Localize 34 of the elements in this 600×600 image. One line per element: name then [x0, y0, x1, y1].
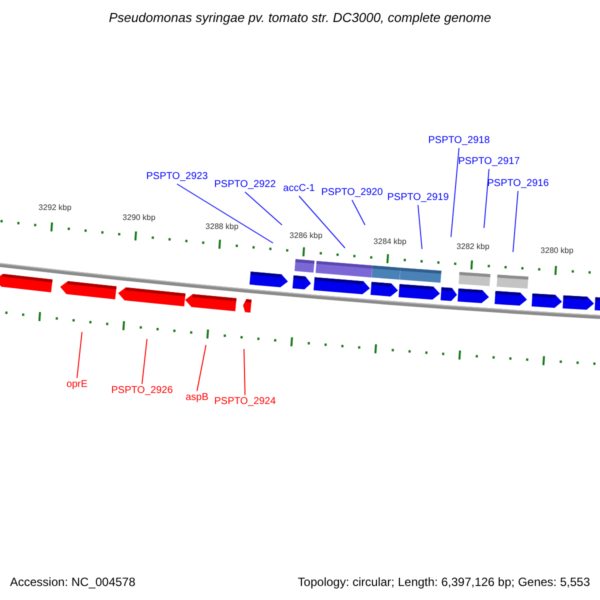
gene-label: PSPTO_2916 [487, 178, 549, 190]
scale-label: 3280 kbp [540, 246, 574, 256]
gene-label: accC-1 [283, 183, 315, 195]
gene-label: PSPTO_2919 [387, 192, 449, 204]
accession-text: Accession: NC_004578 [10, 575, 136, 589]
leader-line [244, 192, 282, 226]
leader-line [450, 148, 460, 238]
gene-label: PSPTO_2924 [214, 396, 276, 408]
leader-line [76, 332, 82, 378]
leader-line [244, 348, 246, 396]
leader-line [196, 344, 206, 392]
gene-label: PSPTO_2926 [111, 385, 173, 397]
genome-summary-text: Topology: circular; Length: 6,397,126 bp; Genes: 5,553 [298, 575, 590, 589]
leader-line [418, 204, 422, 250]
gene-label: PSPTO_2917 [458, 156, 520, 168]
leader-line [352, 200, 366, 226]
leader-line [484, 168, 490, 228]
gene-label: oprE [66, 379, 88, 391]
scale-label: 3282 kbp [456, 242, 490, 252]
leader-line [512, 190, 518, 252]
gene-label: PSPTO_2922 [214, 179, 276, 191]
gene-label: aspB [186, 392, 208, 404]
gene-label: PSPTO_2923 [146, 171, 208, 183]
scale-label: 3286 kbp [290, 231, 322, 241]
scale-label: 3284 kbp [374, 237, 406, 247]
gene-label: PSPTO_2918 [428, 135, 490, 147]
leader-line [142, 338, 148, 384]
title: Pseudomonas syringae pv. tomato str. DC3000, complete genome [108, 10, 492, 26]
scale-label: 3292 kbp [38, 203, 72, 213]
scale-label: 3290 kbp [122, 213, 156, 223]
leader-line [298, 196, 346, 248]
leader-line [176, 184, 274, 244]
gene-label: PSPTO_2920 [321, 187, 383, 199]
scale-label: 3288 kbp [206, 222, 238, 232]
